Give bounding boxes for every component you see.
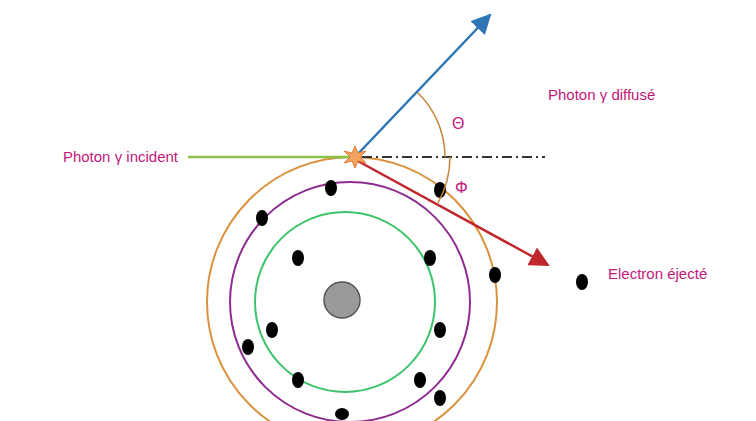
electrons — [242, 180, 501, 420]
scattered-photon-label: Photon γ diffusé — [548, 86, 655, 104]
phi-arc — [438, 157, 450, 203]
inner-orbit — [255, 212, 435, 392]
collision-star — [344, 146, 366, 168]
theta-arc — [417, 92, 445, 157]
outer-orbit — [207, 157, 497, 421]
nucleus — [324, 282, 360, 318]
incident-photon-label: Photon γ incident — [63, 148, 178, 166]
theta-angle-label: Θ — [452, 114, 464, 133]
ejected-electron — [576, 274, 588, 290]
scattered-photon-arrow — [355, 15, 490, 157]
middle-orbit — [230, 182, 470, 421]
ejected-electron-label: Electron éjecté — [608, 265, 707, 283]
phi-angle-label: Φ — [455, 178, 468, 197]
electron-arrow — [356, 160, 548, 265]
reference-direction — [362, 156, 545, 158]
incident-photon-line — [188, 156, 350, 159]
